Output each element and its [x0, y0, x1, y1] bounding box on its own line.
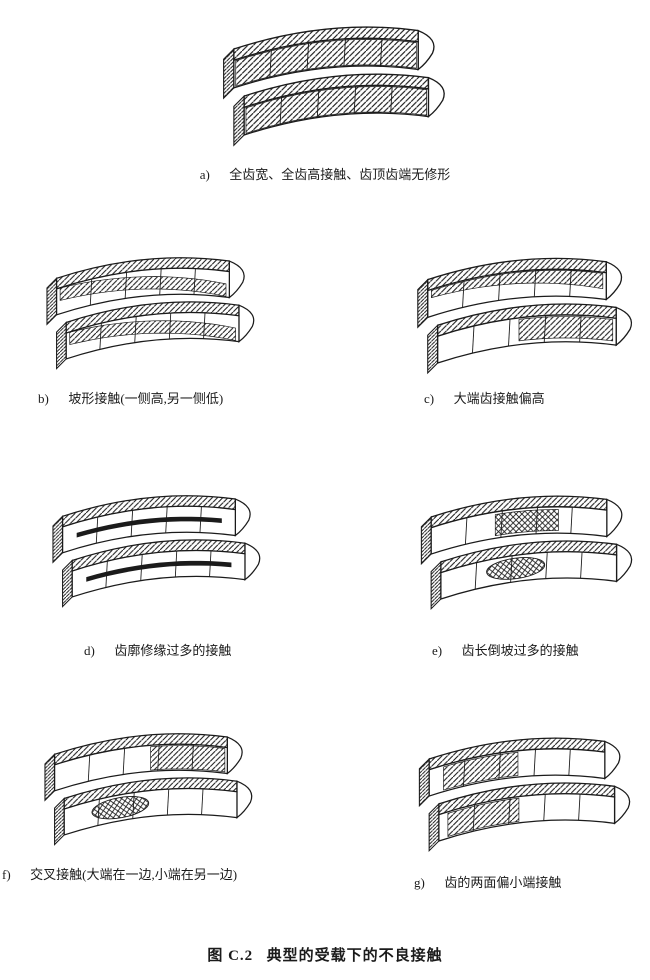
figure-b — [22, 238, 262, 374]
gear-diagram-f — [44, 733, 253, 846]
gear-diagram-g — [418, 737, 631, 853]
figure-c-caption-text: 大端齿接触偏高 — [453, 391, 545, 406]
figure-c-label: c) — [424, 391, 435, 406]
figure-a-label: a) — [199, 167, 210, 182]
figure-g-label: g) — [414, 875, 425, 890]
figure-g-caption: g) 齿的两面偏小端接触 — [414, 872, 561, 891]
figure-e — [396, 476, 640, 615]
figure-e-label: e) — [432, 643, 443, 658]
figure-b-caption-text: 坡形接触(一侧高,另一侧低) — [68, 391, 224, 406]
figure-d-caption: d) 齿廓修缘过多的接触 — [84, 640, 231, 659]
figure-d-label: d) — [84, 643, 95, 658]
figure-b-label: b) — [38, 391, 49, 406]
figure-c — [392, 238, 640, 379]
figure-number-and-title: 图 C.2 典型的受载下的不良接触 — [0, 944, 650, 965]
gear-diagram-b — [46, 257, 255, 370]
figure-a-caption: a) 全齿宽、全齿高接触、齿顶齿端无修形 — [0, 164, 650, 183]
figure-b-caption: b) 坡形接触(一侧高,另一侧低) — [38, 388, 223, 407]
figure-e-caption-text: 齿长倒坡过多的接触 — [461, 643, 579, 658]
figure-d-caption-text: 齿廓修缘过多的接触 — [114, 643, 232, 658]
figure-number: 图 C.2 — [207, 948, 254, 964]
figure-f-label: f) — [2, 867, 11, 882]
figure-f-caption: f) 交叉接触(大端在一边,小端在另一边) — [2, 864, 237, 883]
figure-g-caption-text: 齿的两面偏小端接触 — [444, 875, 562, 890]
gear-diagram-e — [420, 495, 633, 611]
gear-diagram-d — [52, 495, 261, 608]
figure-title-text: 典型的受载下的不良接触 — [266, 948, 443, 964]
figure-c-caption: c) 大端齿接触偏高 — [424, 388, 545, 407]
figure-f-caption-text: 交叉接触(大端在一边,小端在另一边) — [30, 867, 238, 882]
figure-a-caption-text: 全齿宽、全齿高接触、齿顶齿端无修形 — [229, 167, 451, 182]
gear-diagram-c — [417, 257, 633, 375]
gear-diagram-a — [223, 26, 445, 147]
figure-f — [20, 714, 260, 850]
figure-a — [197, 6, 453, 151]
figure-g — [394, 718, 638, 857]
figure-e-caption: e) 齿长倒坡过多的接触 — [432, 640, 579, 659]
figure-d — [28, 476, 268, 612]
